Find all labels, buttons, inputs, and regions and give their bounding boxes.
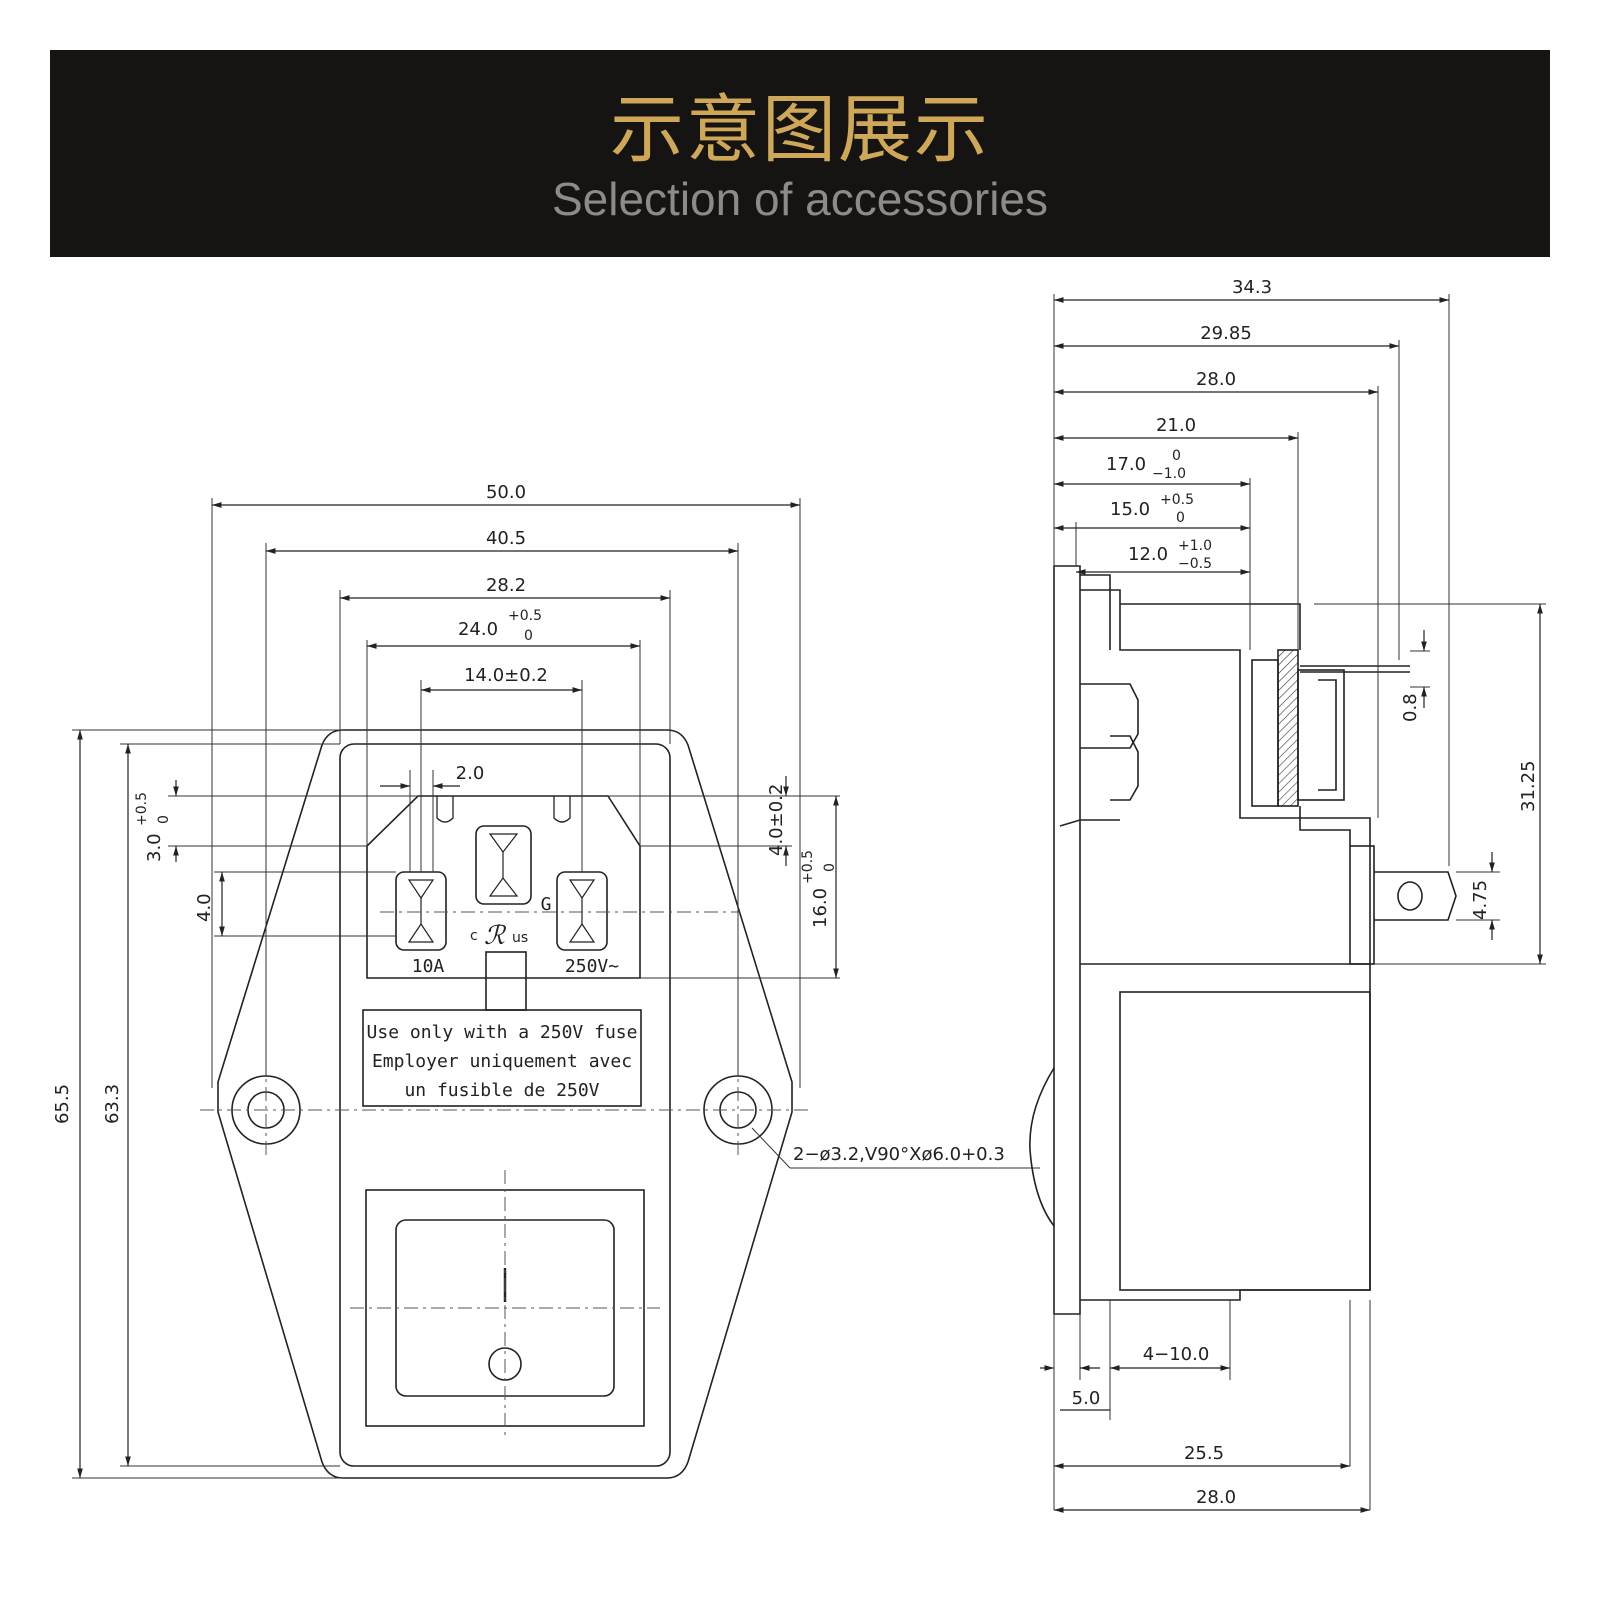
side-switch-body: [1119, 991, 1371, 1291]
dim-12: 12.0: [1128, 544, 1168, 565]
side-body: [1080, 589, 1371, 1301]
body-outline: [339, 743, 671, 1467]
dim-15-tol-upper: +0.5: [1160, 492, 1194, 508]
dim-25-5: 25.5: [1184, 1443, 1224, 1464]
pin-ground: [475, 825, 532, 905]
dim-14: 14.0±0.2: [464, 665, 548, 686]
dim-4-0-2: 4.0±0.2: [766, 784, 787, 856]
dim-4-10: 4−10.0: [1143, 1344, 1210, 1365]
fuse-notice-box: [362, 1009, 642, 1107]
side-flange: [1053, 565, 1081, 1315]
dim-34-3: 34.3: [1232, 277, 1272, 298]
dim-17-tol-upper: 0: [1172, 448, 1181, 464]
dim-16-tol-upper: +0.5: [800, 850, 816, 884]
dim-28-2: 28.2: [486, 575, 526, 596]
dim-40-5: 40.5: [486, 528, 526, 549]
header-banner: 示意图展示 Selection of accessories: [50, 50, 1550, 257]
front-dimension-leaders: [173, 776, 789, 866]
front-dimension-lines: [77, 502, 839, 1478]
side-fuse-clip: [1277, 649, 1299, 807]
label-ground: G: [541, 894, 552, 915]
pin-left: [395, 871, 447, 951]
side-dimension-text: 34.3 29.85 28.0 21.0 17.0 0 −1.0 15.0 +0…: [1072, 277, 1539, 1508]
side-view: [1029, 565, 1457, 1315]
dim-3: 3.0: [144, 833, 165, 862]
dim-63-3: 63.3: [102, 1084, 123, 1124]
cert-mark-c: c: [470, 928, 478, 944]
dim-15-tol-lower: 0: [1176, 510, 1185, 526]
side-pin-upper: [1080, 683, 1139, 749]
dim-mount-hole: 2−ø3.2,V90°Xø6.0+0.3: [793, 1144, 1005, 1165]
dim-0-8: 0.8: [1400, 693, 1421, 722]
dim-17-tol-lower: −1.0: [1152, 466, 1186, 482]
side-extension-lines: [1053, 294, 1546, 1510]
pin-right: [556, 871, 608, 951]
dim-65-5: 65.5: [52, 1084, 73, 1124]
front-dimension-text: 50.0 40.5 28.2 24.0 +0.5 0 14.0±0.2 2.0 …: [52, 482, 1005, 1165]
dim-15: 15.0: [1110, 499, 1150, 520]
dim-28-bottom: 28.0: [1196, 1487, 1236, 1508]
side-rocker: [1029, 1067, 1055, 1227]
dim-17: 17.0: [1106, 454, 1146, 475]
ul-mark-icon: ℛ: [484, 921, 507, 951]
side-dimension-leaders: [1040, 630, 1495, 1411]
side-pin-lower: [1110, 735, 1139, 801]
dim-24-tol-upper: +0.5: [508, 608, 542, 624]
dim-16-tol-lower: 0: [822, 863, 838, 872]
dim-5: 5.0: [1072, 1388, 1101, 1409]
side-dimension-lines: [1054, 297, 1543, 1513]
dim-3-tol-upper: +0.5: [134, 792, 150, 826]
front-extension-lines: [72, 498, 1040, 1479]
dim-12-tol-upper: +1.0: [1178, 538, 1212, 554]
label-250v: 250V~: [565, 956, 619, 977]
dim-50: 50.0: [486, 482, 526, 503]
dim-16: 16.0: [810, 888, 831, 928]
fuse-tab: [485, 951, 527, 1011]
dim-21: 21.0: [1156, 415, 1196, 436]
dim-2: 2.0: [456, 763, 485, 784]
dim-3-tol-lower: 0: [156, 815, 172, 824]
page-subtitle: Selection of accessories: [551, 173, 1049, 225]
dim-4-75: 4.75: [1470, 880, 1491, 920]
dim-31-25: 31.25: [1518, 760, 1539, 812]
dim-24: 24.0: [458, 619, 498, 640]
dim-29-85: 29.85: [1200, 323, 1252, 344]
fuse-notice-line1: Use only with a 250V fuse: [367, 1022, 638, 1043]
dim-4: 4.0: [194, 893, 215, 922]
label-10a: 10A: [412, 956, 445, 977]
dim-12-tol-lower: −0.5: [1178, 556, 1212, 572]
fuse-notice-line3: un fusible de 250V: [404, 1080, 599, 1101]
cert-mark-us: us: [512, 930, 528, 946]
dim-28-top: 28.0: [1196, 369, 1236, 390]
dim-24-tol-lower: 0: [524, 628, 533, 644]
fuse-notice-line2: Employer uniquement avec: [372, 1051, 632, 1072]
flange-outline: [217, 729, 793, 1479]
front-centerlines: [200, 911, 808, 1440]
page-title: 示意图展示: [610, 87, 990, 173]
